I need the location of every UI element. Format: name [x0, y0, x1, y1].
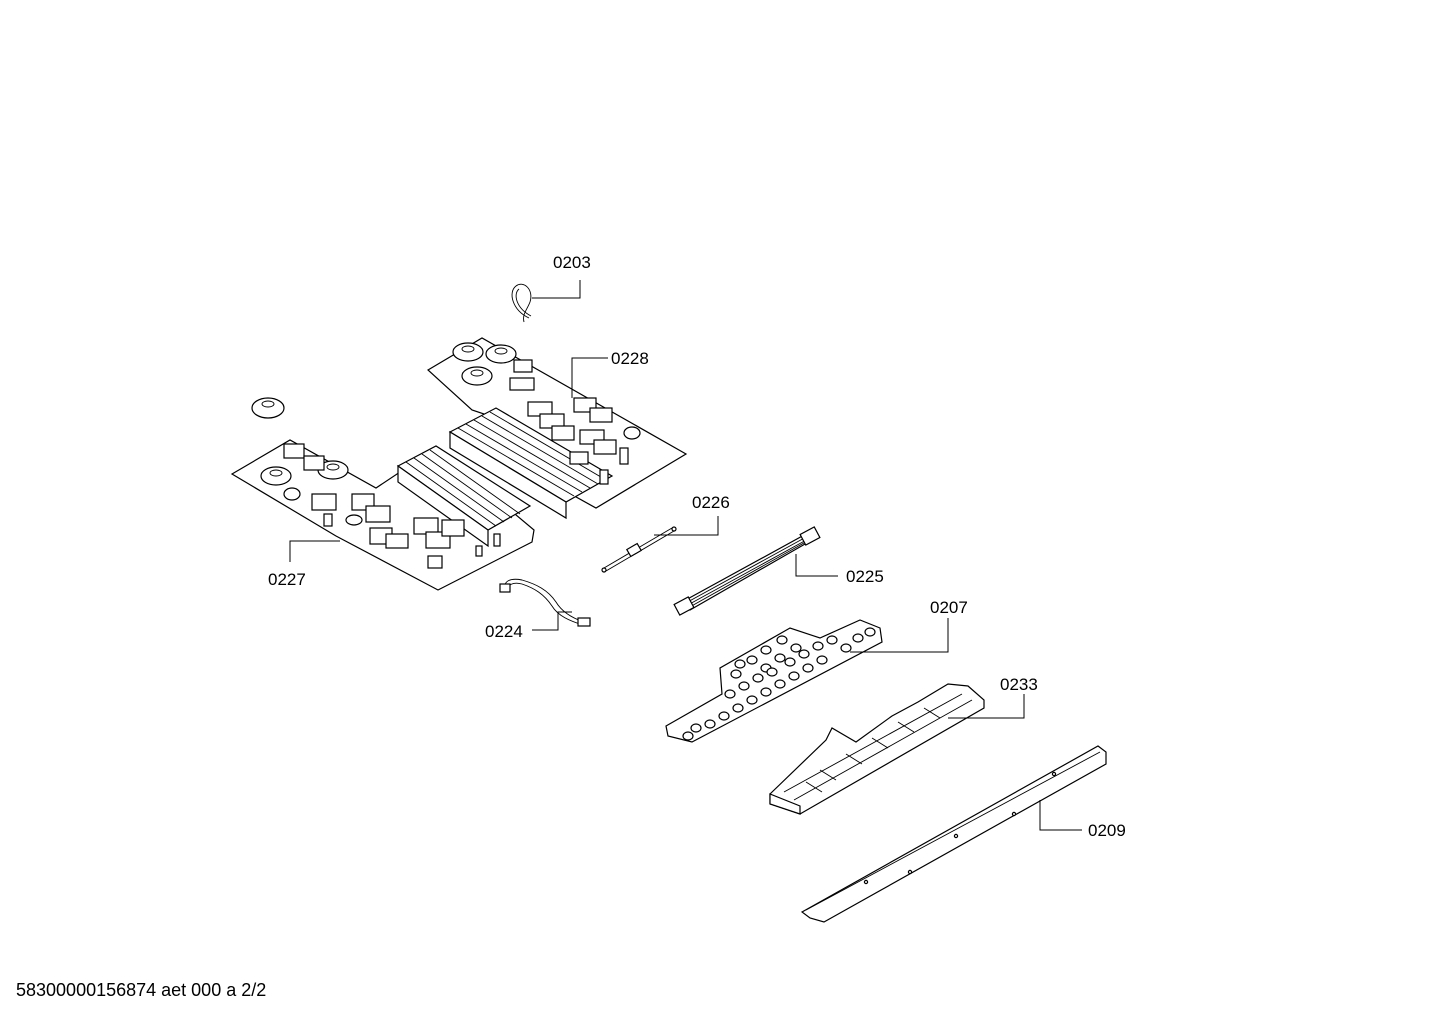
leader-0203: [532, 280, 581, 299]
part-0207-control-board: [665, 619, 883, 743]
part-0224-wire-harness: [499, 578, 591, 627]
part-0227-power-board: [230, 397, 535, 591]
leader-0224: [532, 611, 572, 631]
leader-0209: [1039, 800, 1082, 831]
label-0207: 0207: [930, 598, 968, 617]
part-0226-wire: [601, 526, 677, 573]
leader-0207: [850, 618, 949, 653]
document-footer-id: 58300000156874 aet 000 a 2/2: [16, 980, 267, 1000]
part-0225-ribbon-cable: [673, 526, 821, 616]
part-0233-frame: [769, 683, 985, 815]
part-0203-cable-clip: [511, 283, 532, 323]
leader-0228: [571, 357, 608, 398]
label-0228: 0228: [611, 349, 649, 368]
label-0233: 0233: [1000, 675, 1038, 694]
part-0228-power-board: [426, 337, 688, 520]
label-0226: 0226: [692, 493, 730, 512]
leader-0226: [654, 516, 719, 536]
label-0203: 0203: [553, 253, 591, 272]
leader-0225: [795, 554, 838, 577]
label-0227: 0227: [268, 570, 306, 589]
label-0224: 0224: [485, 622, 523, 641]
leader-0227: [289, 540, 340, 562]
part-0209-rail: [800, 745, 1107, 923]
label-0225: 0225: [846, 567, 884, 586]
leader-0233: [948, 694, 1025, 719]
label-0209: 0209: [1088, 821, 1126, 840]
